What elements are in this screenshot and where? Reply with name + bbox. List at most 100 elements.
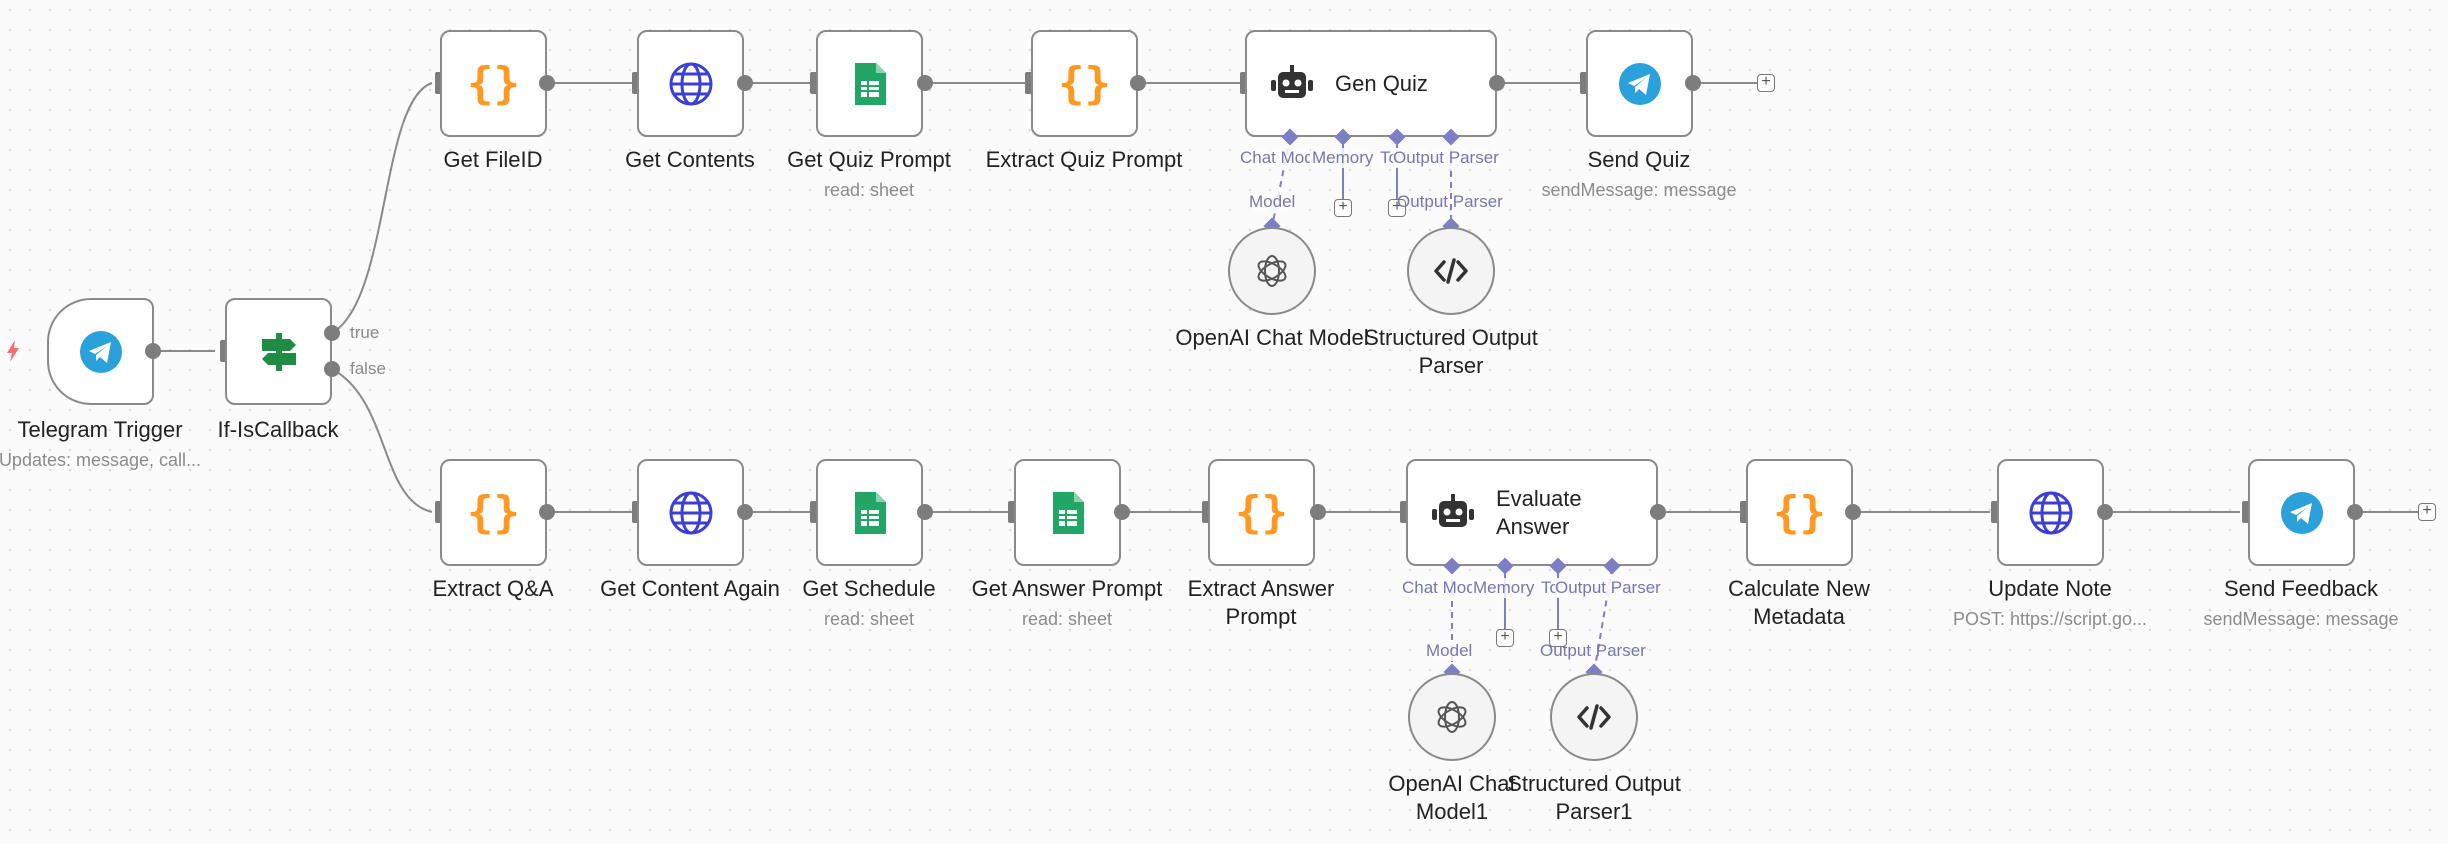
update-note-node[interactable] <box>1997 459 2104 566</box>
get-answer-prompt-node[interactable] <box>1014 459 1121 566</box>
input-port[interactable] <box>810 72 820 94</box>
telegram-icon <box>79 330 122 373</box>
output-port[interactable] <box>1489 75 1505 91</box>
if-iscallback-node[interactable] <box>225 298 332 405</box>
structured-output-parser-node[interactable] <box>1407 227 1495 315</box>
extract-qa-node[interactable]: {} <box>440 459 547 566</box>
output-port[interactable] <box>737 75 753 91</box>
connection-if-false <box>331 368 433 513</box>
output-port[interactable] <box>917 75 933 91</box>
add-node-button[interactable]: + <box>1757 74 1775 92</box>
extract-answer-prompt-node[interactable]: {} <box>1208 459 1315 566</box>
node-label: Send Quiz <box>1587 147 1691 172</box>
get-fileid-node[interactable]: {} <box>440 30 547 137</box>
get-contents-node[interactable] <box>637 30 744 137</box>
node-label: Send Feedback <box>2223 576 2379 601</box>
input-port[interactable] <box>810 501 820 523</box>
node-subtitle: read: sheet <box>823 180 915 200</box>
sub-label-output-parser: Output Parser <box>1393 148 1499 168</box>
sub-label-memory: Memory <box>1312 148 1374 168</box>
edge-label-model: Model <box>1249 192 1296 212</box>
send-quiz-node[interactable] <box>1586 30 1693 137</box>
gen-quiz-agent-node[interactable]: Gen Quiz <box>1245 30 1497 137</box>
add-memory-button[interactable]: + <box>1334 199 1352 217</box>
add-tool-button[interactable]: + <box>1388 199 1406 217</box>
node-label: Telegram Trigger <box>17 417 183 442</box>
send-feedback-node[interactable] <box>2248 459 2355 566</box>
output-port[interactable] <box>2347 504 2363 520</box>
node-label: Extract Answer Prompt <box>1187 576 1335 629</box>
output-port[interactable] <box>1114 504 1130 520</box>
get-quiz-prompt-node[interactable] <box>816 30 923 137</box>
globe-icon <box>2029 491 2072 534</box>
node-label: Get Content Again <box>600 576 780 601</box>
code-tag-icon <box>1434 258 1468 284</box>
branch-label-true: true <box>350 323 380 342</box>
output-port[interactable] <box>1310 504 1326 520</box>
code-tag-icon <box>1577 704 1611 730</box>
add-memory-button[interactable]: + <box>1496 629 1514 647</box>
node-label: Get FileID <box>443 147 543 172</box>
node-label: Get Contents <box>625 147 755 172</box>
node-label: Get Schedule <box>802 576 936 601</box>
input-port[interactable] <box>1991 501 2001 523</box>
output-port[interactable] <box>1130 75 1146 91</box>
code-braces-icon: {} <box>1773 487 1826 538</box>
output-port[interactable] <box>2097 504 2113 520</box>
connection-if-true <box>331 82 433 334</box>
telegram-icon <box>1618 62 1661 105</box>
sub-label-clip: Chat Model <box>1240 148 1310 168</box>
calculate-new-metadata-node[interactable]: {} <box>1746 459 1853 566</box>
output-port[interactable] <box>1650 504 1666 520</box>
output-port-true[interactable] <box>324 325 340 341</box>
openai-icon <box>1437 701 1467 733</box>
node-subtitle: read: sheet <box>1021 609 1113 629</box>
sub-label-tool: Tool <box>1541 578 1559 597</box>
evaluate-answer-agent-node[interactable]: Evaluate Answer <box>1406 459 1658 566</box>
output-port-false[interactable] <box>324 361 340 377</box>
openai-chat-model-node[interactable] <box>1228 227 1316 315</box>
node-label: Update Note <box>1988 576 2112 601</box>
input-port[interactable] <box>1580 72 1590 94</box>
globe-icon <box>669 62 712 105</box>
output-port[interactable] <box>539 75 555 91</box>
code-braces-icon: {} <box>467 58 520 109</box>
output-port[interactable] <box>539 504 555 520</box>
get-schedule-node[interactable] <box>816 459 923 566</box>
input-port[interactable] <box>1740 501 1750 523</box>
input-port[interactable] <box>2242 501 2252 523</box>
edge-label-model: Model <box>1426 641 1473 661</box>
extract-quiz-prompt-node[interactable]: {} <box>1031 30 1138 137</box>
sub-label-clip: Chat Model <box>1402 578 1472 598</box>
node-label: OpenAI Chat Model1 <box>1388 771 1516 824</box>
node-label: Calculate New Metadata <box>1728 576 1870 629</box>
input-port[interactable] <box>1202 501 1212 523</box>
add-tool-button[interactable]: + <box>1549 629 1567 647</box>
telegram-trigger-node[interactable] <box>47 298 154 405</box>
node-label: OpenAI Chat Model <box>1175 325 1369 350</box>
output-port[interactable] <box>737 504 753 520</box>
structured-output-parser1-node[interactable] <box>1550 673 1638 761</box>
node-label: Structured Output Parser1 <box>1507 771 1681 824</box>
output-port[interactable] <box>1685 75 1701 91</box>
output-port[interactable] <box>917 504 933 520</box>
add-node-button[interactable]: + <box>2418 503 2436 521</box>
input-port[interactable] <box>1400 501 1410 523</box>
node-subtitle: read: sheet <box>823 609 915 629</box>
output-port[interactable] <box>1845 504 1861 520</box>
input-port[interactable] <box>1008 501 1018 523</box>
input-port[interactable] <box>1025 72 1035 94</box>
robot-icon <box>1271 64 1313 98</box>
node-subtitle: sendMessage: message <box>1541 180 1737 200</box>
signpost-icon <box>261 332 296 371</box>
node-label: Get Answer Prompt <box>971 576 1163 601</box>
sub-label-memory: Memory <box>1473 578 1535 598</box>
openai-chat-model1-node[interactable] <box>1408 673 1496 761</box>
node-title: Evaluate Answer <box>1496 486 1582 539</box>
code-braces-icon: {} <box>1235 487 1288 538</box>
output-port[interactable] <box>145 343 161 359</box>
node-label: Structured Output Parser <box>1364 325 1538 378</box>
sub-label-output-parser: Output Parser <box>1555 578 1661 598</box>
get-content-again-node[interactable] <box>637 459 744 566</box>
node-label: Get Quiz Prompt <box>787 147 951 172</box>
